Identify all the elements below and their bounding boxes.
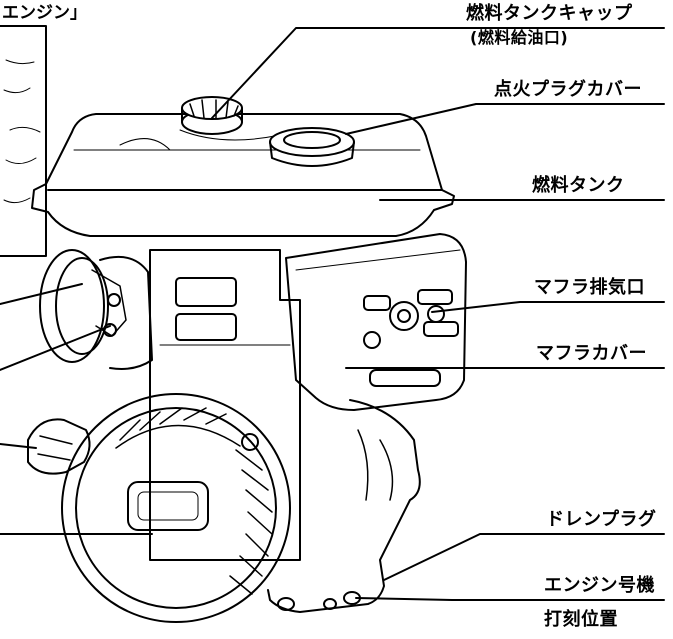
leader-drain-plug: [383, 533, 665, 581]
inset-caption: エンジン」: [2, 3, 87, 23]
engine-body: [149, 249, 301, 561]
carburetor: [39, 249, 153, 370]
label-muffler-cover: マフラカバー: [536, 343, 647, 364]
leader-lines: [0, 27, 665, 601]
leader-fuel-cap: [211, 27, 665, 119]
label-fuel-tank-cap: 燃料タンクキャップ: [466, 3, 633, 24]
label-drain-plug: ドレンプラグ: [546, 509, 657, 530]
leader-plug-cover: [345, 103, 665, 135]
crankcase-lower: [267, 399, 421, 613]
leader-left-3: [0, 443, 37, 449]
recoil-starter-handle: [27, 418, 91, 475]
spark-plug-cover: [269, 127, 355, 167]
label-fuel-tank-cap-sub: (燃料給油口): [470, 28, 569, 47]
muffler-cover-shape: [285, 233, 467, 411]
label-muffler-outlet: マフラ排気口: [534, 277, 645, 298]
label-engine-serial: エンジン号機: [544, 575, 655, 596]
label-serial-position: 打刻位置: [544, 609, 618, 630]
leader-serial: [355, 597, 665, 601]
recoil-starter-shroud: [61, 393, 291, 623]
leader-left-2: [0, 325, 111, 371]
leader-left-1: [0, 283, 83, 305]
label-fuel-tank: 燃料タンク: [532, 175, 625, 196]
fuel-tank-shape: [31, 113, 455, 237]
fuel-tank-cap: [181, 96, 243, 135]
inset-frame: [0, 25, 47, 257]
leader-muffler-outlet: [431, 301, 665, 313]
label-spark-plug-cover: 点火プラグカバー: [494, 79, 642, 100]
